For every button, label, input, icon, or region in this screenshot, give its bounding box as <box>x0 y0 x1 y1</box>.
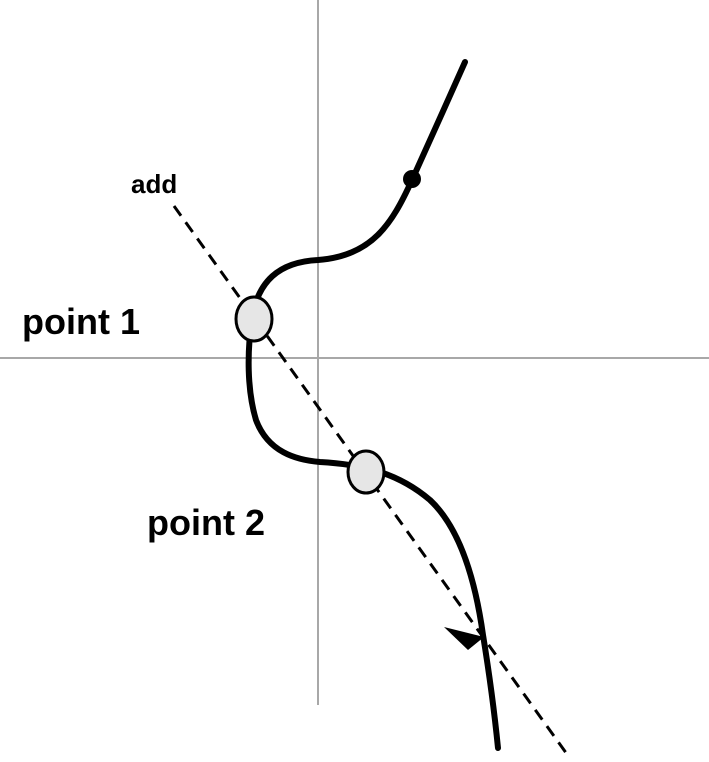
point-1-label: point 1 <box>22 301 140 342</box>
curve-dot <box>403 170 421 188</box>
add-line <box>172 205 571 758</box>
add-label: add <box>131 169 177 199</box>
curve <box>245 59 501 751</box>
point-2-marker <box>346 449 386 495</box>
point-2-label: point 2 <box>147 502 265 543</box>
point-1-marker <box>234 295 274 343</box>
arrowhead <box>444 627 484 650</box>
